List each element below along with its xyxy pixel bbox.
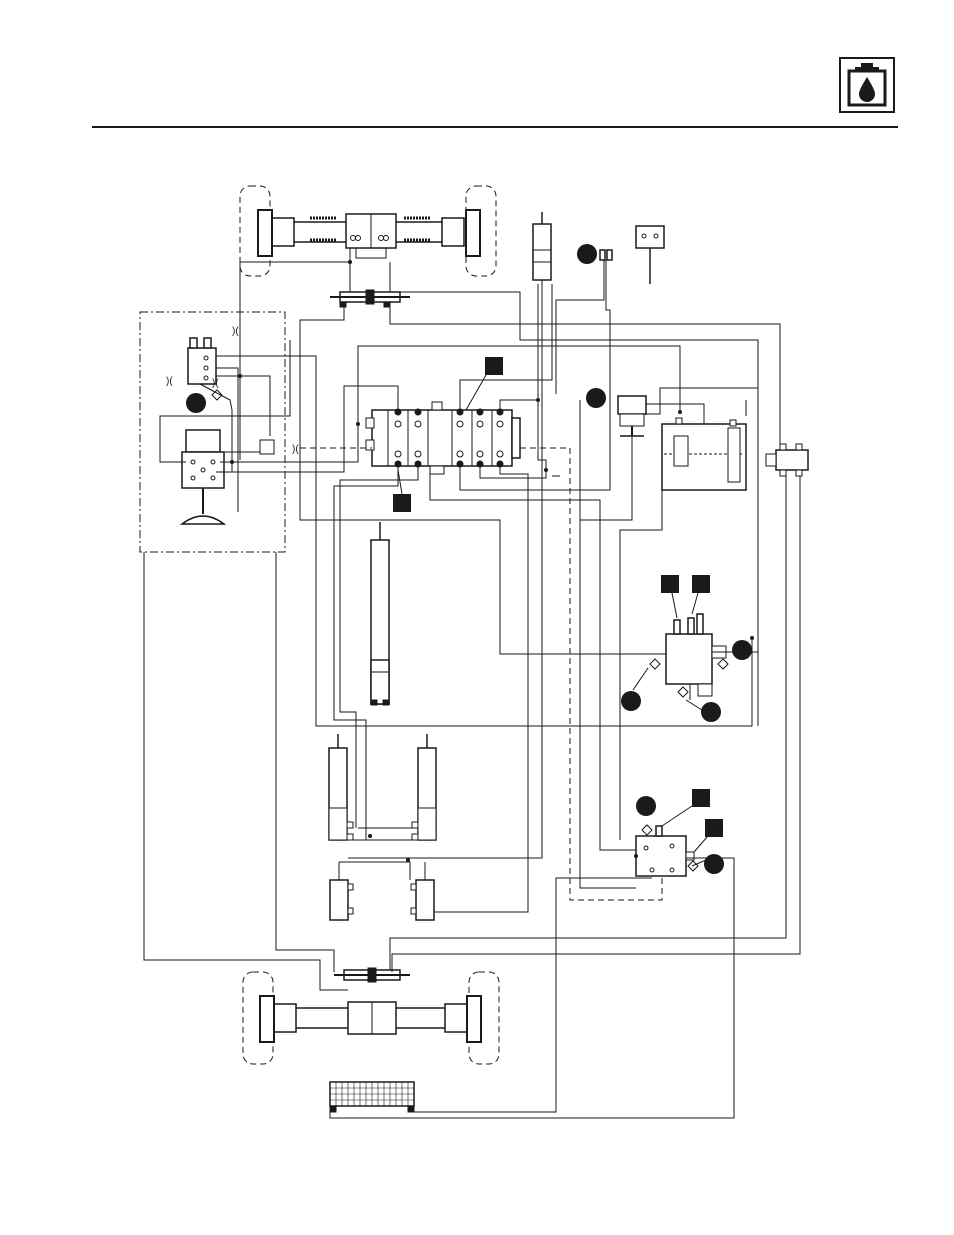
callout-circle-5 — [621, 691, 641, 711]
hydraulic-pump — [618, 396, 646, 436]
callout-square-1 — [485, 357, 503, 375]
tilt-cylinder-right — [411, 862, 434, 920]
oil-cooler — [330, 1082, 414, 1112]
svg-text:)(: )( — [292, 444, 299, 455]
compensation-cylinder-right — [412, 734, 436, 840]
callout-square-6 — [705, 819, 723, 837]
swivel-joint — [766, 444, 808, 476]
front-steering-cylinder — [330, 290, 410, 307]
boom-lift-cylinder — [371, 522, 389, 705]
tilt-cylinder-left — [330, 862, 353, 920]
callout-circle-3 — [586, 388, 606, 408]
steering-unit — [182, 430, 224, 524]
callout-circle-1 — [577, 244, 597, 264]
callout-markers — [186, 244, 752, 874]
callout-square-5 — [692, 789, 710, 807]
manifold-valve-lower — [636, 825, 698, 876]
callout-square-2 — [393, 494, 411, 512]
callout-square-4 — [692, 575, 710, 593]
svg-text:)(: )( — [212, 378, 219, 389]
stabilizer-cylinder — [533, 212, 551, 280]
callout-circle-4 — [732, 640, 752, 660]
svg-text:)(: )( — [166, 376, 173, 387]
manifold-valve-upper — [650, 614, 728, 697]
small-valve-pair — [600, 250, 612, 260]
callout-circle-2 — [186, 393, 206, 413]
callout-square-3 — [661, 575, 679, 593]
callout-circle-8 — [704, 854, 724, 874]
rear-steering-cylinder — [334, 968, 410, 982]
compensation-cylinder-left — [329, 734, 353, 840]
rear-axle — [243, 972, 499, 1064]
brake-cylinder — [636, 226, 664, 284]
main-control-valve — [366, 402, 520, 474]
callout-circle-6 — [701, 702, 721, 722]
callout-circle-7 — [636, 796, 656, 816]
svg-text:)(: )( — [232, 326, 239, 337]
hydraulic-tank — [662, 418, 746, 490]
